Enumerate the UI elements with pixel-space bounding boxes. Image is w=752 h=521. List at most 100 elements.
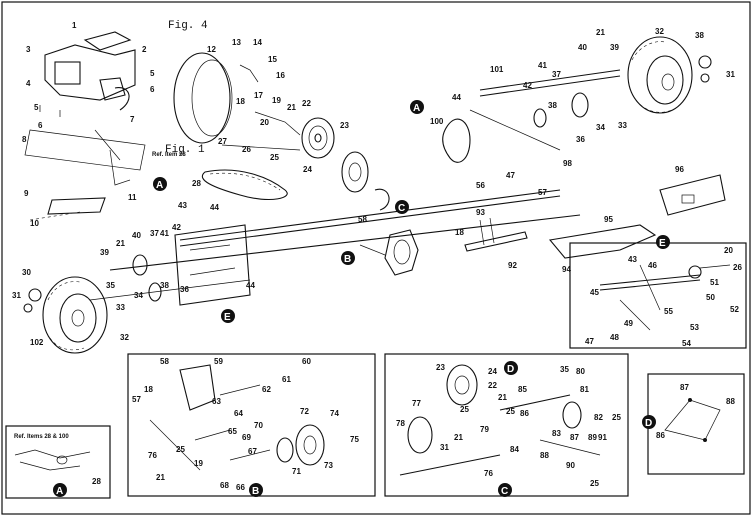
svg-text:58: 58: [358, 215, 367, 224]
svg-text:2: 2: [142, 45, 147, 54]
svg-text:13: 13: [232, 38, 241, 47]
svg-text:63: 63: [212, 397, 221, 406]
pulley-assembly-fig4: [173, 52, 335, 159]
svg-text:25: 25: [176, 445, 185, 454]
svg-text:18: 18: [144, 385, 153, 394]
svg-text:19: 19: [272, 96, 281, 105]
svg-text:36: 36: [180, 285, 189, 294]
svg-text:54: 54: [682, 339, 691, 348]
svg-text:57: 57: [538, 188, 547, 197]
svg-text:39: 39: [610, 43, 619, 52]
svg-text:18: 18: [236, 97, 245, 106]
callout-b-2: [249, 483, 263, 497]
svg-text:21: 21: [116, 239, 125, 248]
svg-text:14: 14: [253, 38, 262, 47]
svg-text:25: 25: [506, 407, 515, 416]
svg-text:98: 98: [563, 159, 572, 168]
svg-text:35: 35: [560, 365, 569, 374]
svg-text:74: 74: [330, 409, 339, 418]
svg-text:68: 68: [220, 481, 229, 490]
svg-text:88: 88: [540, 451, 549, 460]
callout-a-1: [153, 177, 167, 191]
svg-text:53: 53: [690, 323, 699, 332]
svg-text:25: 25: [590, 479, 599, 488]
svg-text:26: 26: [733, 263, 742, 272]
svg-text:42: 42: [523, 81, 532, 90]
svg-text:A: A: [56, 486, 63, 497]
svg-text:A: A: [413, 103, 420, 114]
part-numbers-panel-b: 58 59 18 57 60 61 62 63 64 65 69 70 71 7…: [132, 357, 359, 492]
svg-text:102: 102: [30, 338, 44, 347]
svg-text:42: 42: [172, 223, 181, 232]
svg-text:51: 51: [710, 278, 719, 287]
inset-a: [5, 425, 111, 499]
part-numbers-panel-d: 87 88 86: [656, 383, 735, 440]
svg-text:43: 43: [178, 201, 187, 210]
svg-text:48: 48: [610, 333, 619, 342]
svg-text:80: 80: [576, 367, 585, 376]
svg-text:23: 23: [436, 363, 445, 372]
wheel-left: [42, 276, 108, 354]
svg-text:D: D: [507, 364, 514, 375]
svg-text:87: 87: [680, 383, 689, 392]
svg-text:76: 76: [148, 451, 157, 460]
svg-text:25: 25: [460, 405, 469, 414]
svg-text:21: 21: [498, 393, 507, 402]
part-numbers-main: 100 101 44 42 41 37 38 36 34 33 40 21 39…: [12, 27, 735, 347]
svg-text:84: 84: [510, 445, 519, 454]
svg-text:44: 44: [210, 203, 219, 212]
svg-text:38: 38: [695, 31, 704, 40]
svg-text:38: 38: [548, 101, 557, 110]
svg-text:55: 55: [664, 307, 673, 316]
svg-text:94: 94: [562, 265, 571, 274]
part-numbers-panel-e: 20 26 43 46 45 47 48 51 50 52 53 54 55 4…: [585, 246, 742, 348]
callout-b-1: [341, 251, 355, 265]
svg-text:23: 23: [340, 121, 349, 130]
svg-text:46: 46: [648, 261, 657, 270]
svg-text:27: 27: [218, 137, 227, 146]
svg-text:59: 59: [214, 357, 223, 366]
svg-text:90: 90: [566, 461, 575, 470]
svg-text:E: E: [224, 312, 231, 323]
svg-text:58: 58: [160, 357, 169, 366]
callout-e-1: [221, 309, 235, 323]
svg-text:41: 41: [160, 229, 169, 238]
part-number-inset-a: 28: [92, 477, 101, 486]
svg-text:86: 86: [520, 409, 529, 418]
svg-text:B: B: [252, 486, 259, 497]
callout-a-3: [53, 483, 67, 497]
callout-c-1: [395, 200, 409, 214]
svg-text:69: 69: [242, 433, 251, 442]
svg-text:24: 24: [303, 165, 312, 174]
svg-text:82: 82: [594, 413, 603, 422]
svg-text:101: 101: [490, 65, 504, 74]
svg-text:38: 38: [160, 281, 169, 290]
svg-text:26: 26: [242, 145, 251, 154]
rod-92: [464, 217, 528, 252]
hub-parts-left: [23, 254, 162, 313]
svg-text:32: 32: [120, 333, 129, 342]
svg-text:10: 10: [30, 219, 39, 228]
svg-text:37: 37: [552, 70, 561, 79]
svg-text:12: 12: [207, 45, 216, 54]
svg-text:22: 22: [488, 381, 497, 390]
svg-text:33: 33: [116, 303, 125, 312]
svg-text:64: 64: [234, 409, 243, 418]
engine-assembly: [24, 31, 146, 221]
svg-text:A: A: [156, 180, 163, 191]
svg-text:50: 50: [706, 293, 715, 302]
svg-text:34: 34: [134, 291, 143, 300]
svg-text:19: 19: [194, 459, 203, 468]
svg-text:88: 88: [726, 397, 735, 406]
svg-text:66: 66: [236, 483, 245, 492]
svg-text:76: 76: [484, 469, 493, 478]
panel-c: [384, 353, 629, 497]
svg-text:30: 30: [22, 268, 31, 277]
svg-text:91: 91: [598, 433, 607, 442]
svg-text:8: 8: [22, 135, 27, 144]
svg-text:67: 67: [248, 447, 257, 456]
callout-d-1: [504, 361, 518, 375]
frame-bracket: [174, 224, 251, 306]
svg-text:25: 25: [612, 413, 621, 422]
